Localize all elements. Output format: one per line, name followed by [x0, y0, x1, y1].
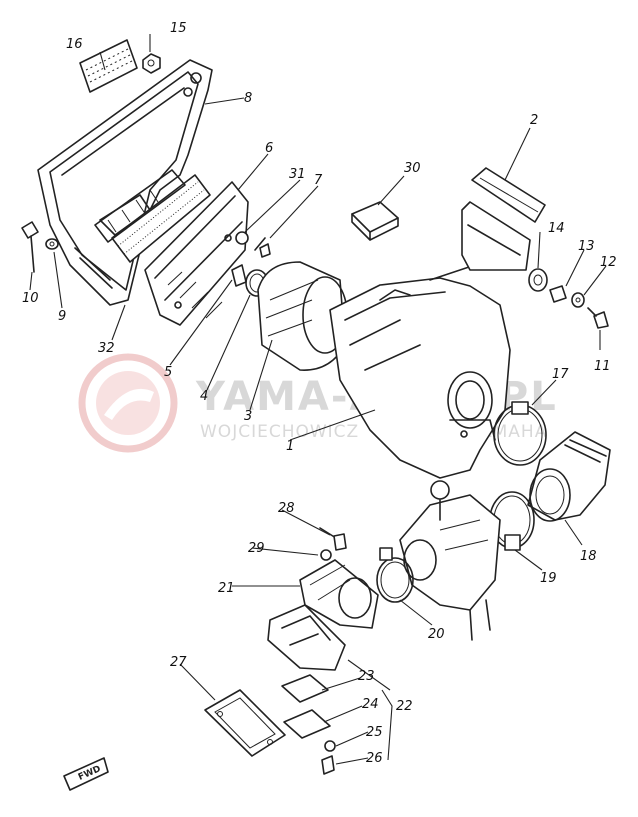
part-2-pad — [471, 167, 546, 223]
part-18-intake-boot — [527, 431, 611, 522]
label-4: 4 — [200, 389, 208, 404]
label-23: 23 — [358, 669, 375, 684]
part-25-washer — [324, 740, 336, 752]
sponge-element — [111, 174, 211, 263]
part-12-washer — [571, 292, 585, 308]
part-6-filter-frame — [144, 181, 249, 326]
part-26-screw — [321, 755, 335, 775]
part-23-reed-plate — [281, 674, 329, 703]
part-29-washer — [320, 549, 332, 561]
label-16: 16 — [66, 37, 83, 52]
fwd-arrow-icon: FWD — [63, 757, 109, 791]
label-21: 21 — [218, 581, 235, 596]
reed-block — [267, 604, 346, 671]
label-5: 5 — [164, 365, 172, 380]
part-31-washer — [235, 231, 249, 245]
label-26: 26 — [366, 751, 383, 766]
label-2: 2 — [530, 113, 538, 128]
part-16-plate — [79, 39, 138, 93]
label-17: 17 — [552, 367, 569, 382]
label-22: 22 — [396, 699, 413, 714]
label-29: 29 — [248, 541, 265, 556]
part-number-labels: 16 15 8 6 31 7 30 2 14 13 12 11 10 9 32 … — [22, 21, 617, 766]
label-24: 24 — [362, 697, 379, 712]
label-32: 32 — [98, 341, 115, 356]
label-7: 7 — [314, 173, 323, 188]
label-27: 27 — [170, 655, 187, 670]
label-9: 9 — [58, 309, 66, 324]
part-5-clip — [231, 264, 247, 287]
label-28: 28 — [278, 501, 295, 516]
part-10-bolt — [21, 221, 39, 273]
part-21-manifold — [299, 559, 379, 629]
part-11-bolt — [587, 307, 609, 329]
bracket — [461, 201, 531, 271]
label-31: 31 — [289, 167, 306, 182]
label-18: 18 — [580, 549, 597, 564]
part-1-air-box — [329, 249, 521, 479]
part-17-clamp — [493, 401, 547, 466]
label-3: 3 — [244, 409, 252, 424]
label-19: 19 — [540, 571, 557, 586]
label-12: 12 — [600, 255, 617, 270]
part-27-gasket — [204, 689, 286, 757]
watermark-logo-icon — [78, 353, 178, 453]
label-14: 14 — [548, 221, 565, 236]
part-28-bolt — [319, 527, 347, 551]
part-30-block — [351, 201, 399, 241]
part-15-nut — [142, 53, 161, 74]
part-14-collar — [528, 268, 548, 292]
part-7-bolt — [254, 237, 271, 258]
leader-lines — [29, 34, 607, 765]
part-9-washer — [45, 238, 59, 250]
watermark-sub-text-right: AMAHA — [480, 422, 547, 442]
watermark-sub-text: WOJCIECHOWICZ — [200, 422, 359, 442]
label-10: 10 — [22, 291, 39, 306]
label-20: 20 — [428, 627, 445, 642]
label-13: 13 — [578, 239, 595, 254]
label-8: 8 — [244, 91, 252, 106]
filter-ribs — [94, 169, 186, 243]
label-6: 6 — [265, 141, 273, 156]
carburetor — [399, 480, 501, 641]
label-30: 30 — [404, 161, 421, 176]
label-15: 15 — [170, 21, 187, 36]
part-24-reed-plate — [283, 709, 331, 739]
part-13-spacer — [549, 285, 567, 303]
label-25: 25 — [366, 725, 383, 740]
part-20-clamp — [376, 547, 414, 603]
label-11: 11 — [594, 359, 611, 374]
label-1: 1 — [286, 439, 294, 454]
